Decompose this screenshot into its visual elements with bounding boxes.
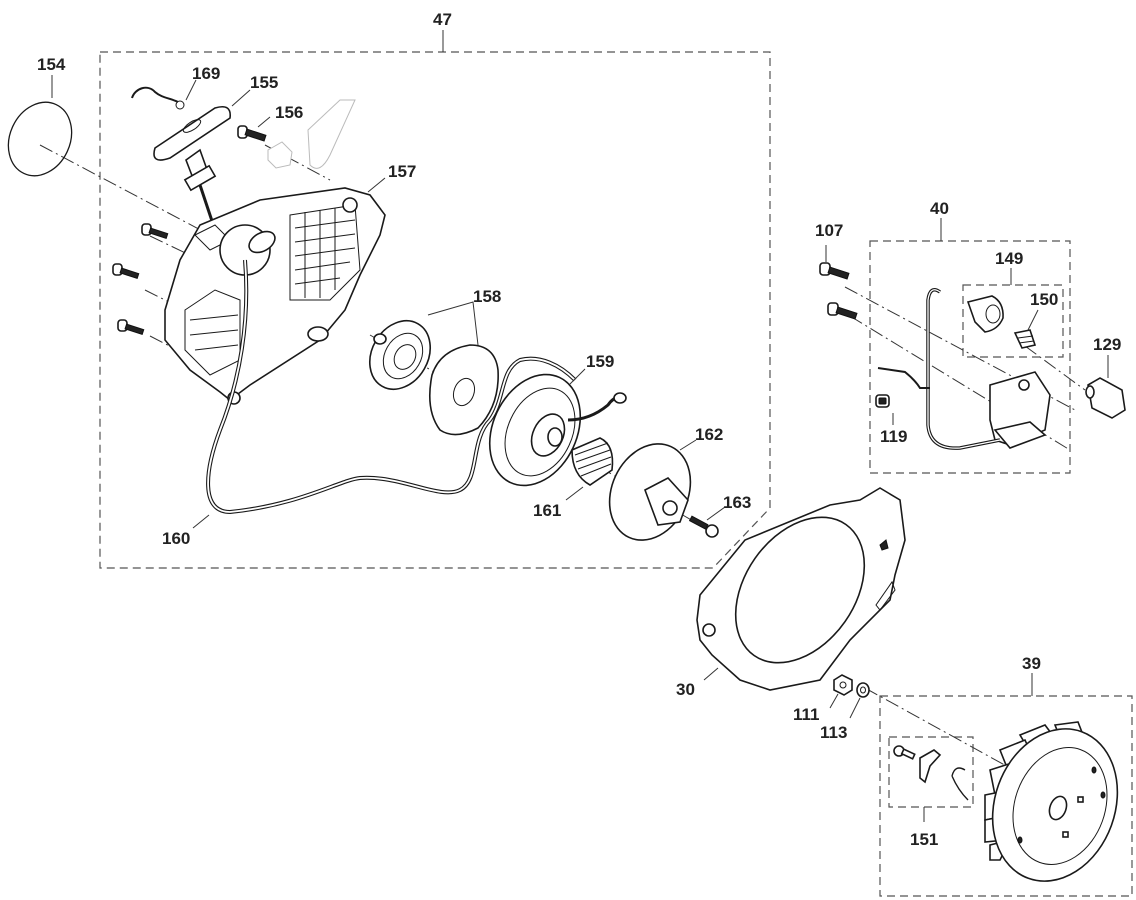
part-119-grommet[interactable] [875, 394, 890, 408]
part-30-fan-cover[interactable] [696, 487, 906, 691]
part-150-spring-contact[interactable] [1013, 329, 1037, 349]
label-47[interactable]: 47 [433, 10, 452, 29]
group-149-box: 149 [962, 249, 1064, 358]
group-39-box: 39 [879, 654, 1133, 897]
part-113-washer[interactable] [856, 682, 870, 698]
label-129[interactable]: 129 [1093, 335, 1121, 354]
label-111[interactable]: 111 [793, 705, 820, 724]
group-40-box: 40 [869, 199, 1071, 474]
part-149-spark-plug-boot[interactable] [966, 295, 1004, 333]
pawl-spring[interactable] [951, 767, 969, 801]
label-39[interactable]: 39 [1022, 654, 1041, 673]
label-113[interactable]: 113 [820, 723, 847, 742]
label-149[interactable]: 149 [995, 249, 1023, 268]
part-161-spring[interactable] [571, 437, 614, 486]
pawl[interactable] [919, 749, 942, 784]
screw[interactable] [141, 223, 169, 240]
label-169[interactable]: 169 [192, 64, 220, 83]
label-158[interactable]: 158 [473, 287, 501, 306]
part-129-spark-plug[interactable] [1085, 377, 1126, 419]
group-151-box: 151 [888, 736, 974, 849]
label-155[interactable]: 155 [250, 73, 278, 92]
screw[interactable] [117, 319, 145, 336]
label-162[interactable]: 162 [695, 425, 723, 444]
group-47-box: 47 [99, 10, 771, 569]
part-159-rope-pulley[interactable] [472, 360, 627, 501]
part-158-rewind-spring[interactable] [358, 310, 442, 400]
label-107[interactable]: 107 [815, 221, 843, 240]
label-157[interactable]: 157 [388, 162, 416, 181]
part-169-rope-knot[interactable] [131, 86, 185, 110]
part-160-starter-rope[interactable] [206, 259, 577, 515]
label-154[interactable]: 154 [37, 55, 66, 74]
part-162-pawl-carrier[interactable] [594, 431, 705, 554]
label-150[interactable]: 150 [1030, 290, 1058, 309]
part-111-nut[interactable] [833, 674, 853, 696]
label-163[interactable]: 163 [723, 493, 751, 512]
part-154-seal-ring[interactable] [0, 92, 83, 186]
part-157-starter-housing[interactable] [164, 187, 386, 405]
ghost-bushing [267, 99, 356, 169]
label-119[interactable]: 119 [880, 427, 907, 446]
screw[interactable] [112, 263, 140, 280]
label-156[interactable]: 156 [275, 103, 303, 122]
housing-screws[interactable] [112, 223, 169, 336]
label-159[interactable]: 159 [586, 352, 614, 371]
part-163-screw[interactable] [688, 515, 719, 538]
part-156-screw[interactable] [237, 125, 267, 142]
part-155-starter-handle[interactable] [153, 105, 232, 231]
part-39-flywheel[interactable] [972, 711, 1136, 899]
part-107-screws[interactable] [819, 262, 858, 320]
label-161[interactable]: 161 [533, 501, 561, 520]
label-160[interactable]: 160 [162, 529, 190, 548]
pawl-pin[interactable] [893, 745, 916, 760]
label-40[interactable]: 40 [930, 199, 949, 218]
part-158-spring-cover[interactable] [429, 344, 499, 436]
part-151-pawl-kit[interactable] [893, 745, 969, 801]
label-30[interactable]: 30 [676, 680, 695, 699]
part-40-ignition-module[interactable] [877, 288, 1051, 450]
label-151[interactable]: 151 [910, 830, 938, 849]
